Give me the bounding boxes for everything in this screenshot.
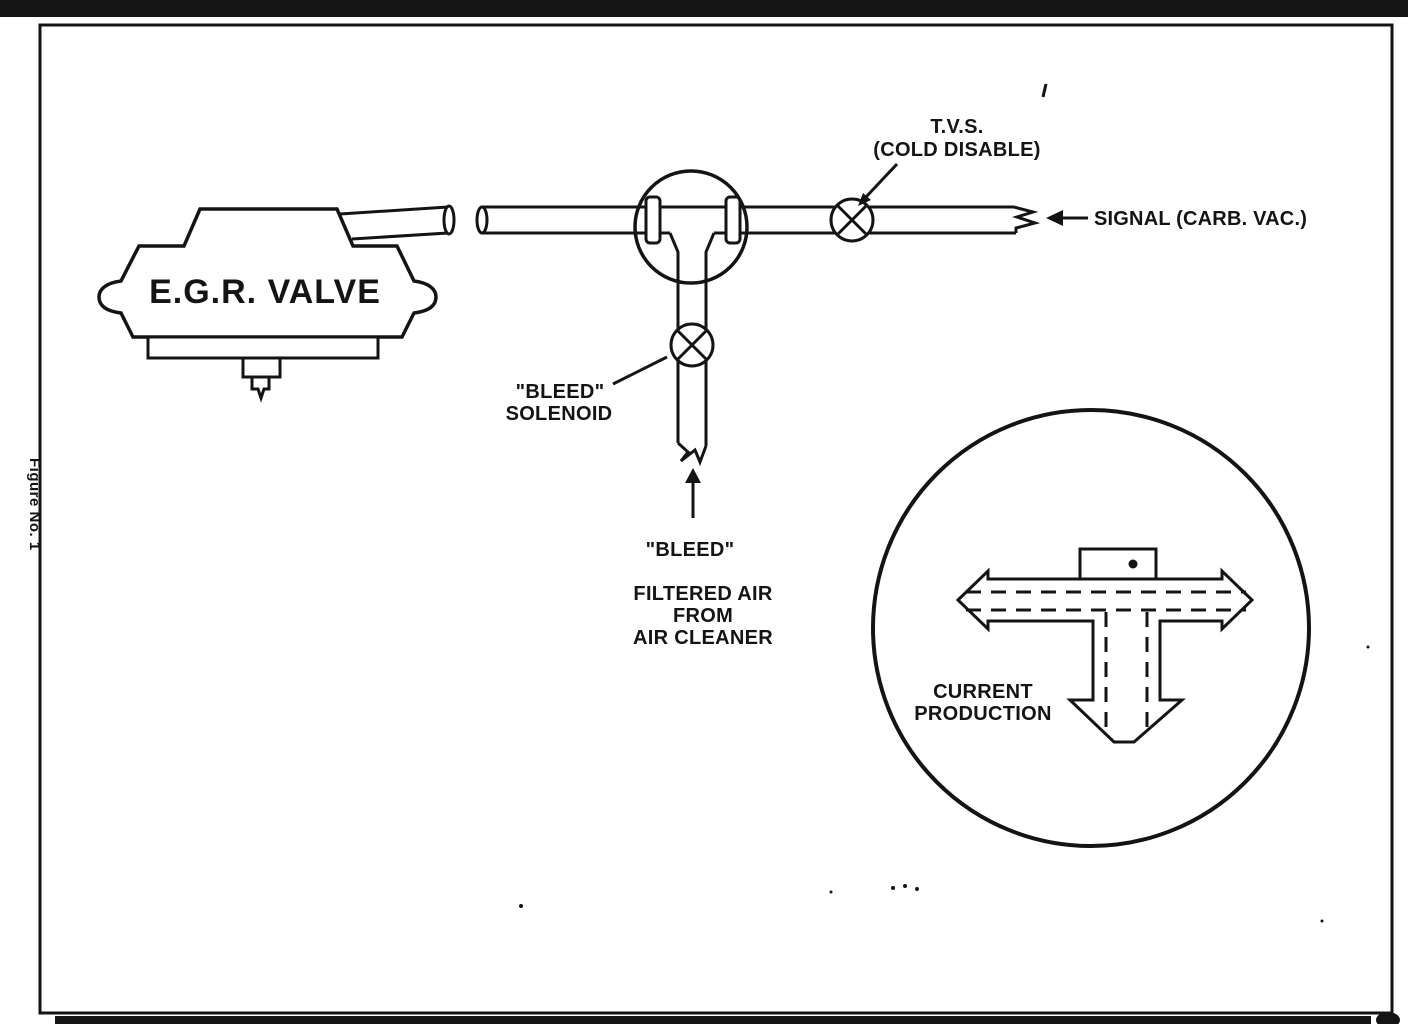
branch-hose-torn-end xyxy=(676,441,708,467)
egr-valve-label: E.G.R. VALVE xyxy=(149,273,381,311)
figure-number-label: Figure No. 1 xyxy=(26,458,43,551)
bleed-solenoid-label-line1: "BLEED" xyxy=(516,381,605,403)
tvs-valve-symbol xyxy=(829,197,875,243)
filtered-air-line2: FROM xyxy=(673,605,733,627)
egr-nipple-top-line xyxy=(339,205,449,216)
bleed-port-label-group: "BLEED" xyxy=(646,468,735,561)
scan-speck-dot xyxy=(829,890,833,894)
tvs-label-line2: (COLD DISABLE) xyxy=(873,139,1041,161)
current-production-line1: CURRENT xyxy=(933,681,1033,703)
tvs-leader-arrowhead xyxy=(858,193,871,206)
tvs-label-line1: T.V.S. xyxy=(930,116,983,138)
hose-left-end xyxy=(475,205,489,235)
inset-circle xyxy=(871,408,1311,848)
scan-speck-dot xyxy=(1366,645,1370,649)
figure-border xyxy=(38,23,1394,1015)
scan-speck-dot xyxy=(891,886,895,890)
inset-tee-tab xyxy=(1078,547,1158,581)
egr-valve: E.G.R. VALVE xyxy=(97,204,456,403)
egr-nipple-end xyxy=(442,204,456,236)
bleed-solenoid-symbol xyxy=(669,322,715,368)
page-edge-bottom xyxy=(55,1016,1371,1024)
scan-speck-dot xyxy=(1320,919,1324,923)
bleed-solenoid-x xyxy=(675,328,709,362)
hose-torn-end xyxy=(1012,205,1041,233)
inset-tee-fitting-outline xyxy=(955,567,1255,744)
signal-arrowhead xyxy=(1046,210,1063,226)
current-production-line2: PRODUCTION xyxy=(914,703,1051,725)
egr-nipple-bottom-line xyxy=(351,231,449,241)
scan-speck-dot xyxy=(915,887,919,891)
signal-label-group: SIGNAL (CARB. VAC.) xyxy=(1046,208,1307,230)
tee-collar-left xyxy=(644,195,662,245)
egr-valve-stem xyxy=(241,356,282,379)
scan-specks xyxy=(519,83,1370,923)
tee-collar-right xyxy=(724,195,742,245)
egr-valve-stem-tip xyxy=(250,375,271,403)
tee-callout-circle xyxy=(633,169,749,285)
bleed-solenoid-leader-line xyxy=(612,355,668,386)
bleed-port-label: "BLEED" xyxy=(646,539,735,561)
inset-tee-tab-dot xyxy=(1128,559,1138,569)
bleed-solenoid-label-line2: SOLENOID xyxy=(506,403,613,425)
branch-hose-lines xyxy=(668,232,716,446)
egr-valve-body xyxy=(97,207,438,339)
scan-speck-dot xyxy=(519,904,523,908)
tvs-leader-line xyxy=(864,162,899,199)
egr-valve-base-plate xyxy=(146,335,380,360)
page-edge-top xyxy=(0,0,1408,17)
current-production-inset: CURRENT PRODUCTION xyxy=(871,408,1311,848)
tvs-label-group: T.V.S. (COLD DISABLE) xyxy=(858,116,1041,206)
vacuum-hose-main xyxy=(475,205,1041,235)
bleed-solenoid-label-group: "BLEED" SOLENOID xyxy=(506,355,668,425)
tee-fitting-callout xyxy=(633,169,749,467)
bleed-arrowhead xyxy=(685,468,701,483)
scan-speck-mark xyxy=(1041,83,1048,98)
tvs-valve-x xyxy=(835,203,869,237)
filtered-air-line3: AIR CLEANER xyxy=(633,627,773,649)
filtered-air-caption: FILTERED AIR FROM AIR CLEANER xyxy=(633,583,773,649)
signal-label: SIGNAL (CARB. VAC.) xyxy=(1094,208,1307,230)
scan-speck-dot xyxy=(903,884,907,888)
page-corner-blob xyxy=(1376,1012,1400,1024)
filtered-air-line1: FILTERED AIR xyxy=(633,583,772,605)
